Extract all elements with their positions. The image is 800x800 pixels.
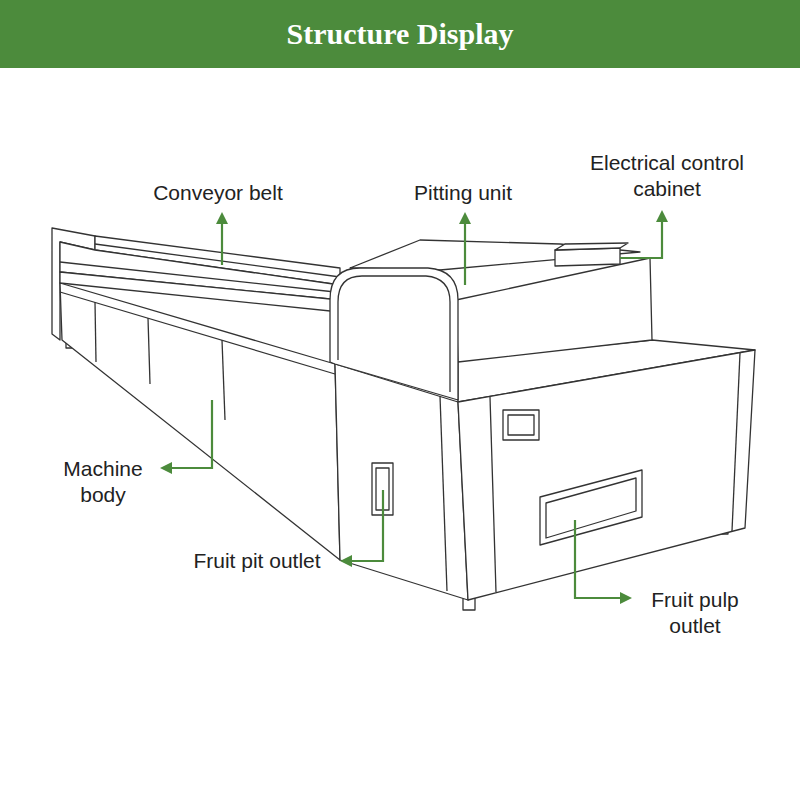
machine-body <box>60 283 340 560</box>
part-label: Fruit pulp outlet <box>635 587 755 639</box>
leader-line <box>170 400 212 468</box>
control-cabinet <box>555 248 620 266</box>
conveyor-rail <box>95 244 340 277</box>
part-label: Electrical control cabinet <box>585 150 750 202</box>
leader-line <box>620 220 662 258</box>
part-label: Pitting unit <box>383 180 543 206</box>
machine-drawing <box>52 228 755 610</box>
front-door <box>335 364 468 600</box>
hood-front <box>330 268 458 400</box>
leader-line <box>464 222 466 285</box>
arrowhead <box>620 592 632 604</box>
leader-line <box>575 520 622 598</box>
hood-side <box>456 258 652 362</box>
leader-line <box>221 222 223 265</box>
panel-line <box>440 396 447 591</box>
side-panel <box>458 350 755 600</box>
hood-rim <box>338 276 450 392</box>
arrowheads <box>160 210 668 604</box>
control-cabinet <box>555 243 628 250</box>
panel-line <box>148 318 150 384</box>
panel-line <box>222 340 225 420</box>
hood-top <box>350 240 640 270</box>
panel-line <box>60 292 335 374</box>
leader-lines <box>170 220 662 598</box>
panel-line <box>732 353 740 531</box>
header-bar: Structure Display <box>0 0 800 68</box>
arrowhead <box>656 210 668 222</box>
pulp-outlet <box>546 478 636 538</box>
arrowhead <box>216 212 228 224</box>
small-window <box>508 415 534 435</box>
pulp-outlet <box>540 470 642 545</box>
part-label: Conveyor belt <box>118 180 318 206</box>
panel-line <box>490 397 496 592</box>
leader-line <box>350 490 383 561</box>
arrowhead <box>459 212 471 224</box>
part-label: Machine body <box>48 456 158 508</box>
small-window <box>503 410 539 440</box>
title: Structure Display <box>0 0 800 68</box>
panel-line <box>95 302 96 362</box>
part-label: Fruit pit outlet <box>172 548 342 574</box>
arrowhead <box>160 462 172 474</box>
arrowhead <box>340 555 352 567</box>
